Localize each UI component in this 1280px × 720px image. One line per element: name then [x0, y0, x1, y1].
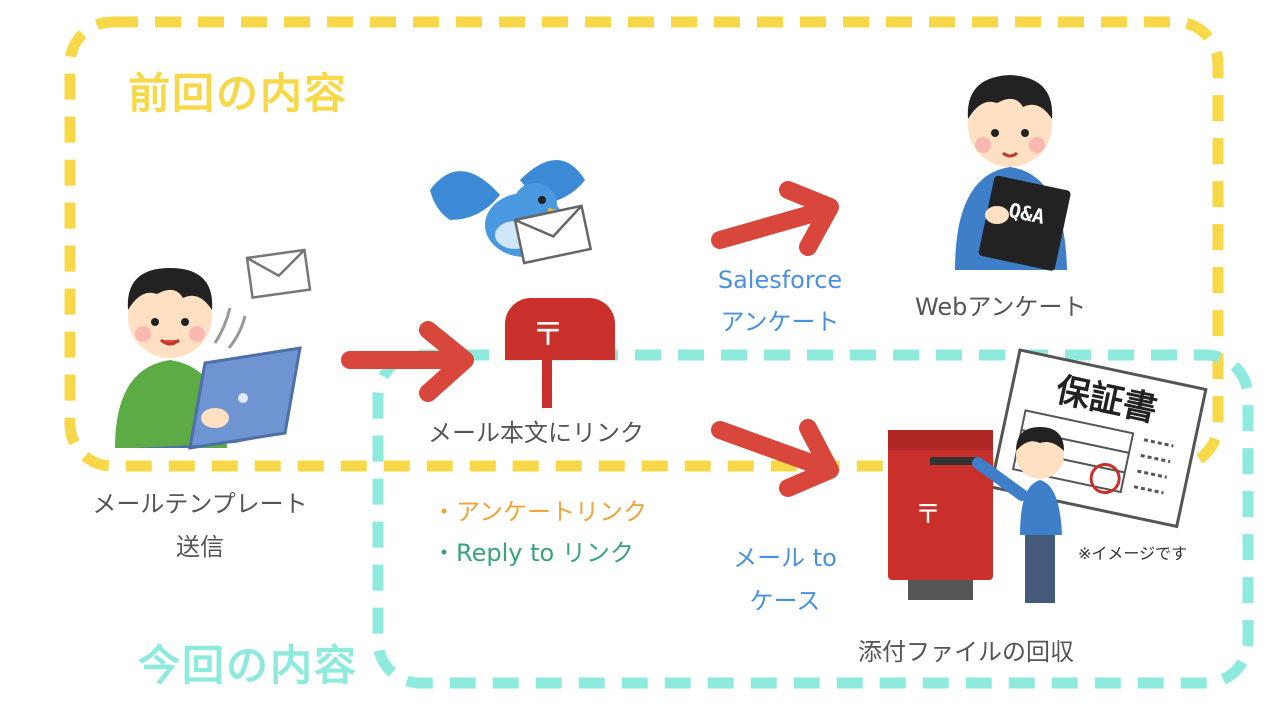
- arrow-icon: [341, 321, 474, 402]
- sender-label-line1: メールテンプレート: [92, 490, 308, 518]
- mailbox-icon: 〒: [505, 298, 615, 408]
- attachment-label: 添付ファイルの回収: [858, 638, 1074, 666]
- salesforce-label-line2: アンケート: [720, 308, 840, 336]
- sender-label-line2: 送信: [176, 533, 224, 561]
- mail-to-case-line2: ケース: [749, 587, 821, 615]
- postbox-icon: 〒: [888, 427, 1064, 603]
- previous-section-title: 前回の内容: [128, 69, 349, 118]
- bird-icon: [430, 160, 593, 265]
- svg-text:〒: 〒: [915, 500, 941, 530]
- note-label: ※イメージです: [1078, 544, 1188, 563]
- arrow-icon: [711, 419, 839, 497]
- mail-to-case-label: メール to ケース: [710, 538, 860, 616]
- mailbody-label: メール本文にリンク: [428, 419, 644, 447]
- svg-text:〒: 〒: [532, 315, 564, 353]
- survey-link-bullet: ・アンケートリンク: [432, 498, 648, 526]
- previous-section-border: [64, 16, 1224, 472]
- salesforce-label-line1: Salesforce: [717, 266, 843, 294]
- web-survey-label: Webアンケート: [915, 293, 1087, 321]
- current-section-title: 今回の内容: [138, 641, 359, 690]
- sender-label: メールテンプレート 送信: [70, 484, 330, 562]
- mail-to-case-line1: メール to: [733, 544, 837, 572]
- person-laptop-icon: [115, 248, 312, 450]
- current-section-border: [372, 349, 1254, 689]
- person-clipboard-icon: Q&A: [955, 75, 1071, 271]
- reply-link-bullet: ・Reply to リンク: [432, 539, 634, 567]
- arrow-icon: [711, 181, 839, 256]
- salesforce-survey-label: Salesforce アンケート: [700, 266, 860, 337]
